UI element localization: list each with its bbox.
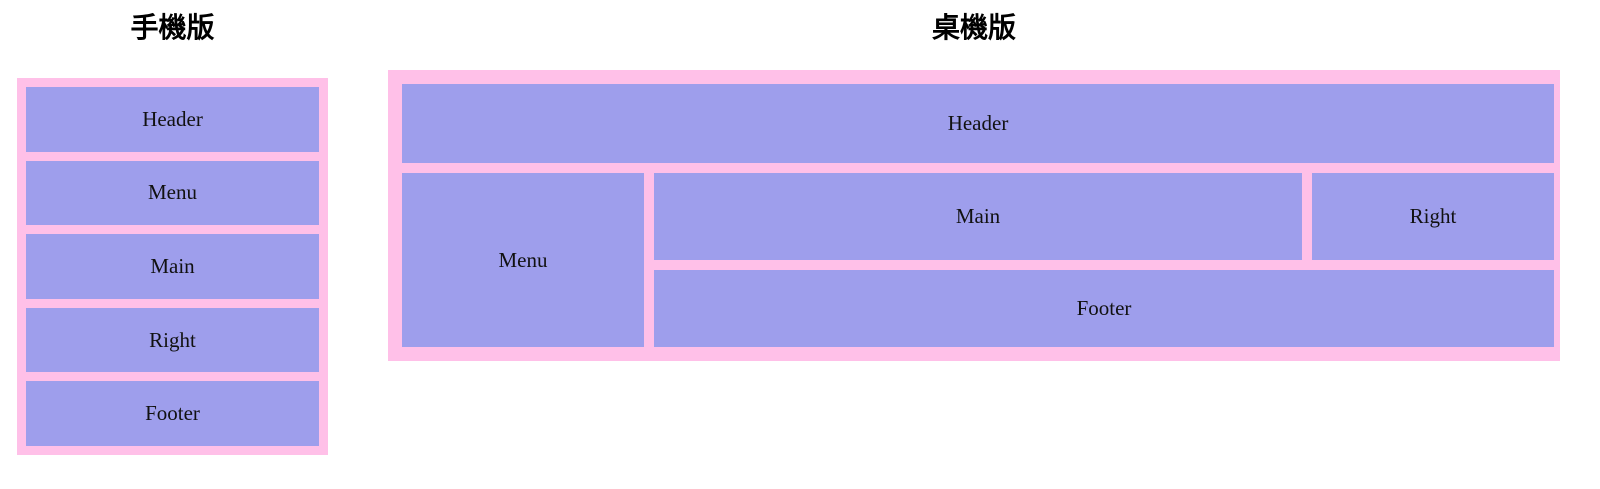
desktop-block-menu: Menu xyxy=(402,173,644,347)
mobile-block-right: Right xyxy=(26,307,319,373)
desktop-block-header: Header xyxy=(402,84,1554,163)
mobile-block-footer: Footer xyxy=(26,381,319,446)
desktop-layout-wireframe: Header Menu Main Right Footer xyxy=(388,70,1560,361)
mobile-layout-wireframe: Header Menu Main Right Footer xyxy=(17,78,328,455)
mobile-block-main: Main xyxy=(26,234,319,299)
mobile-section-title: 手機版 xyxy=(130,12,215,43)
desktop-section-title: 桌機版 xyxy=(931,12,1016,43)
desktop-block-right: Right xyxy=(1312,173,1554,260)
mobile-block-menu: Menu xyxy=(26,160,319,226)
desktop-block-main: Main xyxy=(654,173,1302,260)
desktop-block-footer: Footer xyxy=(654,270,1554,347)
mobile-block-header: Header xyxy=(26,87,319,152)
